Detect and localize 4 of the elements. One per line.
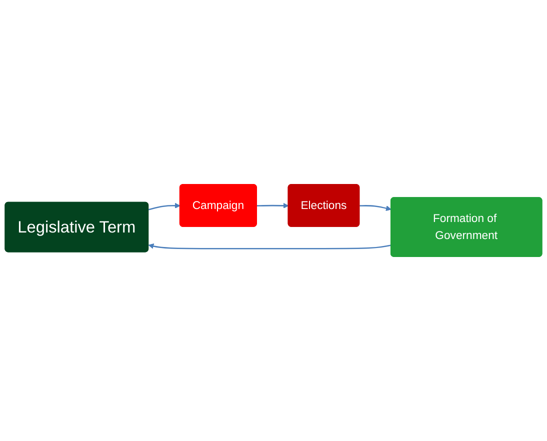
arrow	[360, 205, 392, 211]
arrow	[148, 243, 392, 250]
arrow	[256, 202, 289, 208]
arrow	[148, 202, 180, 210]
